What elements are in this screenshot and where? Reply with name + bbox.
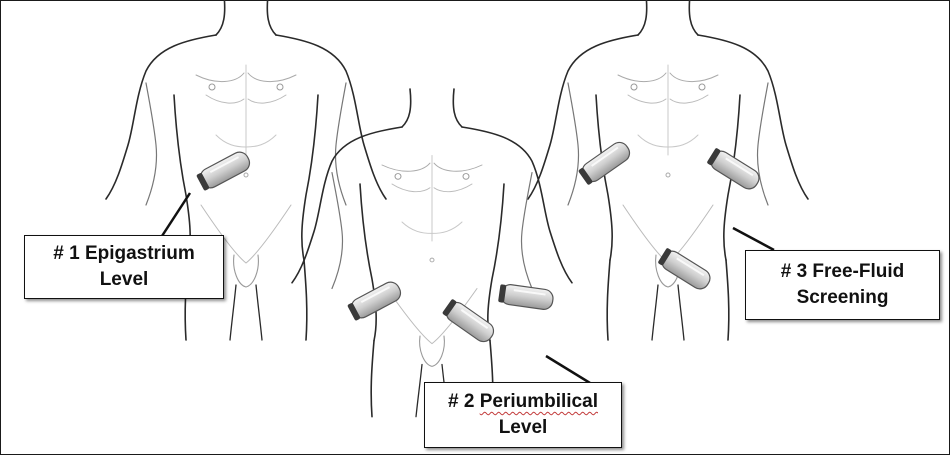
probe-mid-right xyxy=(347,279,404,322)
torso-middle xyxy=(292,89,572,417)
callout-epigastrium-line1: # 1 Epigastrium xyxy=(53,241,195,267)
probe-epigastric xyxy=(196,149,253,192)
leader-line-1 xyxy=(162,193,190,236)
callout-periumbilical-line2: Level xyxy=(499,415,548,441)
callout-periumbilical-line1: # 2 Periumbilical xyxy=(448,389,598,415)
callout-epigastrium: # 1 Epigastrium Level xyxy=(24,235,224,299)
callout-free-fluid-line2: Screening xyxy=(797,285,889,311)
callout-epigastrium-title: Epigastrium xyxy=(85,243,195,264)
callout-periumbilical: # 2 Periumbilical Level xyxy=(424,382,622,448)
callout-periumbilical-number: # 2 xyxy=(448,391,474,412)
probe-mid-left xyxy=(498,283,554,310)
callout-free-fluid-line1: # 3 Free-Fluid xyxy=(781,259,905,285)
callout-epigastrium-number: # 1 xyxy=(53,243,79,264)
leader-line-2 xyxy=(546,356,590,383)
callout-free-fluid-number: # 3 xyxy=(781,261,807,282)
callout-free-fluid-title: Free-Fluid xyxy=(812,261,904,282)
callout-epigastrium-line2: Level xyxy=(100,267,149,293)
callout-periumbilical-title: Periumbilical xyxy=(480,391,598,412)
callout-free-fluid: # 3 Free-Fluid Screening xyxy=(745,250,940,320)
leader-line-3 xyxy=(733,228,774,250)
